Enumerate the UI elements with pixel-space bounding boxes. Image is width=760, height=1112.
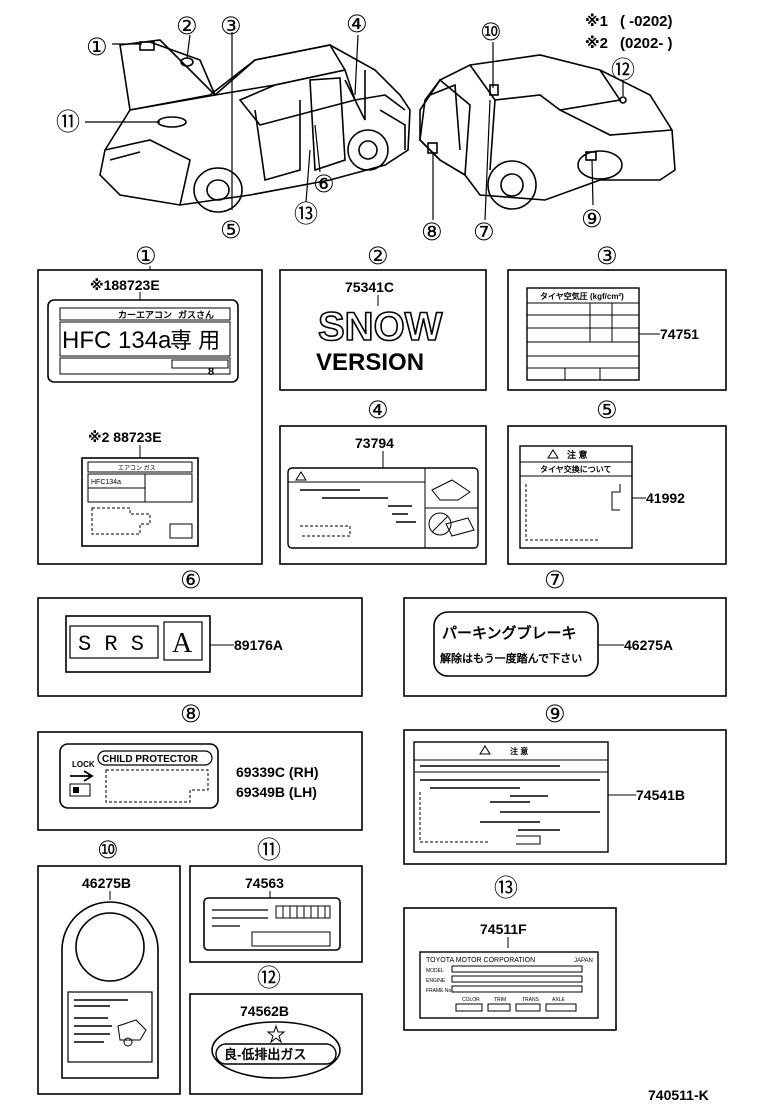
label-3-panel: ③ タイヤ空気圧 (kgf/cm²) 74751 — [507, 243, 727, 391]
label-9-panel: ⑨ 注 意 74541B — [403, 701, 727, 865]
label-13-panel: ⑬ 74511F TOYOTA MOTOR CORPORATION JAPAN … — [403, 875, 617, 1031]
car-rear-view — [419, 54, 676, 210]
callout-12: ⑫ — [611, 57, 635, 84]
label-2-panel: ② 75341C SNOW VERSION — [279, 243, 487, 391]
callout-6: ⑥ — [313, 171, 335, 198]
label-13-c1: COLOR — [462, 997, 480, 1003]
label-8-panel: ⑧ LOCK CHILD PROTECTOR 69339C (RH) 69349… — [37, 701, 363, 831]
callout-9: ⑨ — [581, 206, 603, 233]
label-10-number: ⑩ — [97, 837, 119, 864]
label-8-title: CHILD PROTECTOR — [102, 754, 199, 765]
label-7-line1: パーキングブレーキ — [442, 624, 577, 642]
car-callouts: ① ② ③ ④ ⑤ ⑥ ⑦ ⑧ ⑨ ⑩ ⑪ ⑫ ⑬ — [56, 11, 635, 246]
callout-11: ⑪ — [56, 109, 80, 136]
diagram-id: 740511-K — [648, 1087, 709, 1103]
callout-8: ⑧ — [421, 219, 443, 246]
label-8-part-lh: 69349B (LH) — [236, 784, 317, 800]
label-1-sticker-sub: ガスさん — [178, 309, 214, 320]
label-13-c2: TRIM — [494, 997, 506, 1003]
label-10-panel: ⑩ 46275B — [37, 837, 181, 1095]
callout-4: ④ — [346, 11, 368, 38]
footnote-1-text: ( -0202) — [620, 13, 673, 30]
label-2-number: ② — [367, 243, 389, 270]
footnote-2-text: (0202- ) — [620, 35, 673, 52]
label-9-number: ⑨ — [544, 701, 566, 728]
label-1-part-b: ※2 88723E — [88, 429, 162, 445]
label-1-digit: 8 — [208, 366, 214, 378]
label-7-line2: 解除はもう一度踏んで下さい — [440, 651, 582, 665]
label-13-country: JAPAN — [574, 958, 593, 964]
label-1-small-title: エアコン ガス — [118, 464, 156, 472]
label-8-number: ⑧ — [180, 701, 202, 728]
label-1-small-hfc: HFC134a — [91, 479, 121, 486]
label-6-a: A — [172, 628, 193, 659]
callout-1: ① — [86, 34, 108, 61]
label-7-number: ⑦ — [544, 567, 566, 594]
label-3-number: ③ — [596, 243, 618, 270]
label-13-number: ⑬ — [494, 875, 518, 902]
label-13-c4: AXLE — [552, 997, 565, 1003]
label-7-part: 46275A — [624, 637, 673, 653]
label-3-part: 74751 — [660, 326, 699, 342]
label-10-part: 46275B — [82, 875, 131, 891]
footnote-2-mark: ※2 — [585, 34, 608, 52]
leader-lines-front — [85, 32, 359, 210]
label-4-number: ④ — [367, 397, 389, 424]
callout-10: ⑩ — [480, 19, 502, 46]
label-11-part: 74563 — [245, 875, 284, 891]
label-7-panel: ⑦ パーキングブレーキ 解除はもう一度踏んで下さい 46275A — [403, 567, 727, 697]
callout-7: ⑦ — [473, 219, 495, 246]
label-13-c3: TRANS — [522, 997, 540, 1003]
label-6-part: 89176A — [234, 637, 283, 653]
label-4-panel: ④ 73794 — [279, 397, 487, 565]
footnotes: ※1 ( -0202) ※2 (0202- ) — [585, 12, 673, 52]
label-4-part: 73794 — [355, 435, 394, 451]
label-2-version: VERSION — [316, 349, 424, 376]
label-13-f1: MODEL — [426, 968, 444, 974]
footnote-1-mark: ※1 — [585, 12, 608, 30]
label-1-number: ① — [135, 243, 157, 270]
leader-lines-rear — [432, 42, 624, 221]
label-9-header: 注 意 — [510, 746, 528, 756]
label-13-f2: ENGINE — [426, 978, 446, 984]
car-front-view — [99, 39, 411, 213]
callout-3: ③ — [220, 13, 242, 40]
callout-2: ② — [176, 13, 198, 40]
label-2-part: 75341C — [345, 279, 394, 295]
label-3-header: タイヤ空気圧 (kgf/cm²) — [540, 291, 624, 301]
label-13-f3: FRAME No. — [426, 988, 453, 994]
label-11-number: ⑪ — [257, 837, 281, 864]
label-6-panel: ⑥ S R S A 89176A — [37, 567, 363, 697]
label-5-panel: ⑤ 注 意 タイヤ交換について 41992 — [507, 397, 727, 565]
label-12-panel: ⑫ 74562B 良-低排出ガス — [189, 965, 363, 1095]
label-11-panel: ⑪ 74563 — [189, 837, 363, 963]
label-6-number: ⑥ — [180, 567, 202, 594]
callout-5: ⑤ — [220, 217, 242, 244]
label-8-lock: LOCK — [72, 760, 95, 769]
label-1-sticker-title: カーエアコン — [118, 310, 172, 320]
label-8-part-rh: 69339C (RH) — [236, 764, 318, 780]
callout-13: ⑬ — [294, 201, 318, 228]
label-12-number: ⑫ — [257, 965, 281, 992]
label-6-srs: S R S — [78, 632, 144, 657]
label-1-panel: ① ※188723E カーエアコン ガスさん HFC 134a 専 用 8 ※2… — [37, 243, 263, 565]
label-5-part: 41992 — [646, 490, 685, 506]
label-1-kanji-text: 専 用 — [170, 328, 220, 353]
label-13-part: 74511F — [480, 921, 527, 937]
label-12-part: 74562B — [240, 1003, 289, 1019]
label-1-part-a: ※188723E — [90, 277, 160, 293]
label-5-number: ⑤ — [596, 397, 618, 424]
label-5-header: 注 意 — [567, 449, 588, 460]
label-12-text: 良-低排出ガス — [224, 1047, 306, 1062]
label-5-sub: タイヤ交換について — [540, 464, 612, 474]
label-2-snow: SNOW — [318, 305, 443, 349]
label-9-part: 74541B — [636, 787, 685, 803]
label-1-hfc-text: HFC 134a — [62, 327, 172, 354]
label-13-maker: TOYOTA MOTOR CORPORATION — [426, 957, 535, 964]
